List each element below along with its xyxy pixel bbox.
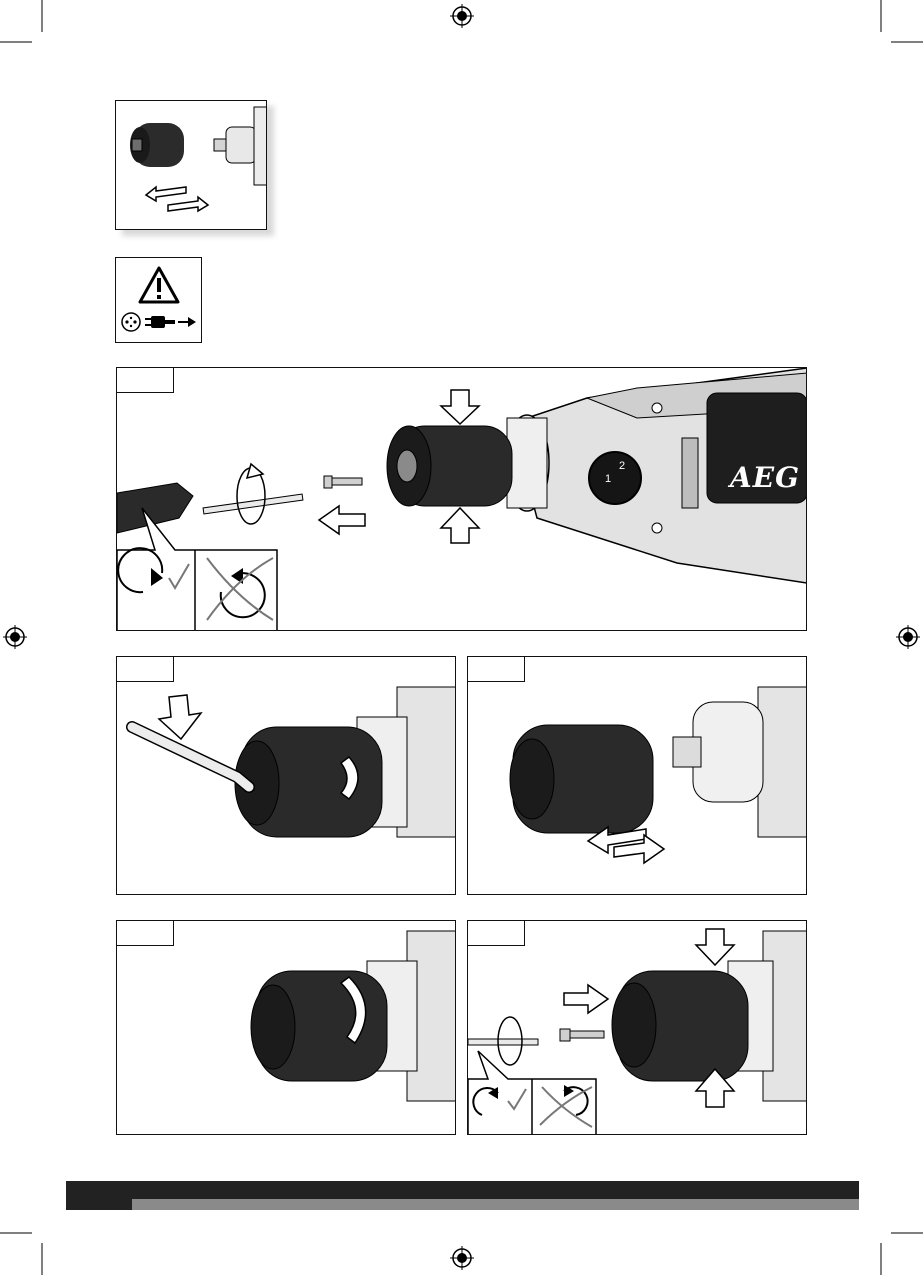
panel-hex-key: [116, 656, 456, 895]
press-arrow-down-icon: [441, 390, 479, 424]
brand-logo: AEG: [730, 461, 800, 494]
remove-direction-arrow-icon: [319, 506, 365, 534]
panel-tab: [116, 367, 174, 393]
swap-arrows-icon: [588, 827, 664, 863]
warning-unplug-box: [115, 257, 202, 343]
chuck-removed-illustration: [468, 657, 807, 895]
insert-direction-arrow-icon: [564, 985, 608, 1013]
registration-mark-left-icon: [3, 625, 27, 649]
dial-setting-2: 2: [619, 460, 625, 472]
panel-chuck-tighten: [116, 920, 456, 1135]
spindle-thread: [673, 737, 701, 767]
chuck-icon: [130, 123, 184, 167]
rotation-direction-icon: [237, 464, 265, 524]
panel-tab: [467, 656, 525, 682]
dial-setting-1: 1: [605, 473, 611, 485]
footer-bar-dark: [66, 1181, 859, 1199]
left-hand-screw-icon: [324, 476, 362, 488]
panel-tab: [116, 920, 174, 946]
chuck-tighten-illustration: [117, 921, 456, 1135]
screwdriver-icon: [468, 1039, 538, 1045]
left-hand-screw-icon: [560, 1029, 604, 1041]
spindle-icon: [214, 107, 267, 185]
mode-dial: [589, 452, 641, 504]
footer-bar-gray: [132, 1199, 859, 1210]
hex-key-illustration: [117, 657, 456, 895]
screw-insert-illustration: [468, 921, 807, 1135]
keyless-chuck: [387, 426, 512, 506]
swap-arrows-icon: [146, 187, 208, 211]
press-arrow-up-icon: [441, 508, 479, 543]
registration-mark-bottom-icon: [450, 1246, 474, 1270]
registration-mark-right-icon: [896, 625, 920, 649]
press-arrow-down-icon: [159, 695, 201, 739]
chuck-swap-thumbnail: [115, 100, 267, 230]
panel-screw-removal: AEG 1 2: [116, 367, 807, 631]
press-arrow-down-icon: [696, 929, 734, 965]
panel-tab: [467, 920, 525, 946]
registration-mark-top-icon: [450, 4, 474, 28]
screwdriver-icon: [117, 483, 303, 533]
chuck-swap-illustration: [116, 101, 267, 230]
panel-chuck-removed: [467, 656, 807, 895]
footer-bar-dark-tab: [66, 1199, 132, 1210]
drill-illustration: [117, 368, 807, 631]
hex-key-icon: [132, 727, 249, 787]
panel-screw-insert: [467, 920, 807, 1135]
unplug-icon: [116, 258, 202, 343]
panel-tab: [116, 656, 174, 682]
